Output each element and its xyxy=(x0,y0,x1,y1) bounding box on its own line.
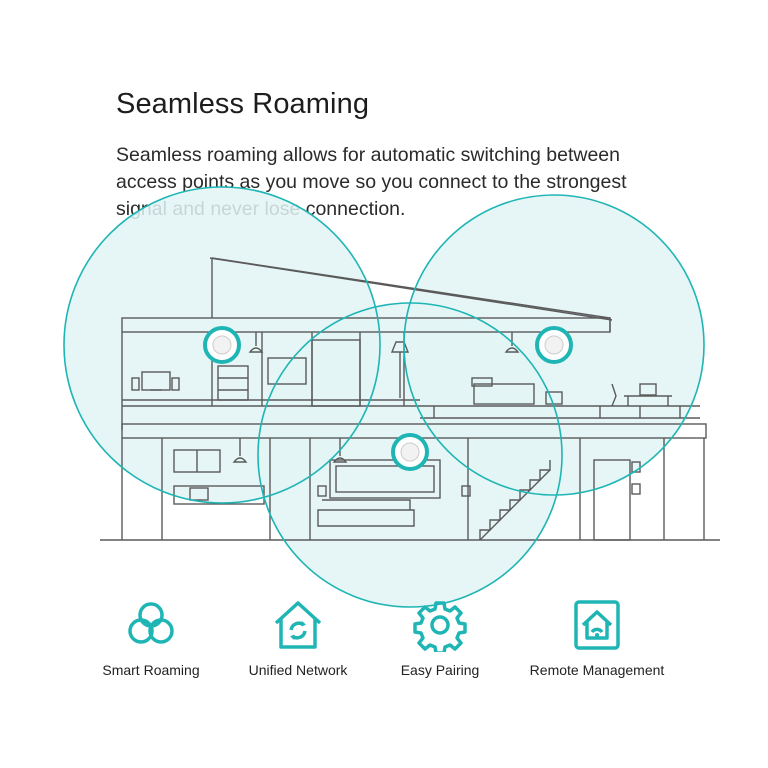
feature-label: Unified Network xyxy=(248,662,348,678)
access-point-left xyxy=(203,326,241,364)
remote-management-icon xyxy=(574,600,620,650)
coverage-areas xyxy=(64,187,704,607)
feature-easy-pairing: Easy Pairing xyxy=(360,598,520,678)
feature-remote-management: Remote Management xyxy=(517,598,677,678)
page-title: Seamless Roaming xyxy=(116,88,370,120)
feature-smart-roaming: Smart Roaming xyxy=(71,598,231,678)
coverage-outlines xyxy=(63,186,705,608)
feature-unified-network: Unified Network xyxy=(218,598,378,678)
smart-roaming-icon xyxy=(128,602,174,644)
unified-network-icon xyxy=(274,601,322,649)
feature-label: Remote Management xyxy=(529,662,665,678)
easy-pairing-icon xyxy=(413,601,467,652)
access-point-right xyxy=(535,326,573,364)
access-point-center xyxy=(391,433,429,471)
feature-label: Smart Roaming xyxy=(102,662,200,678)
feature-label: Easy Pairing xyxy=(400,662,480,678)
